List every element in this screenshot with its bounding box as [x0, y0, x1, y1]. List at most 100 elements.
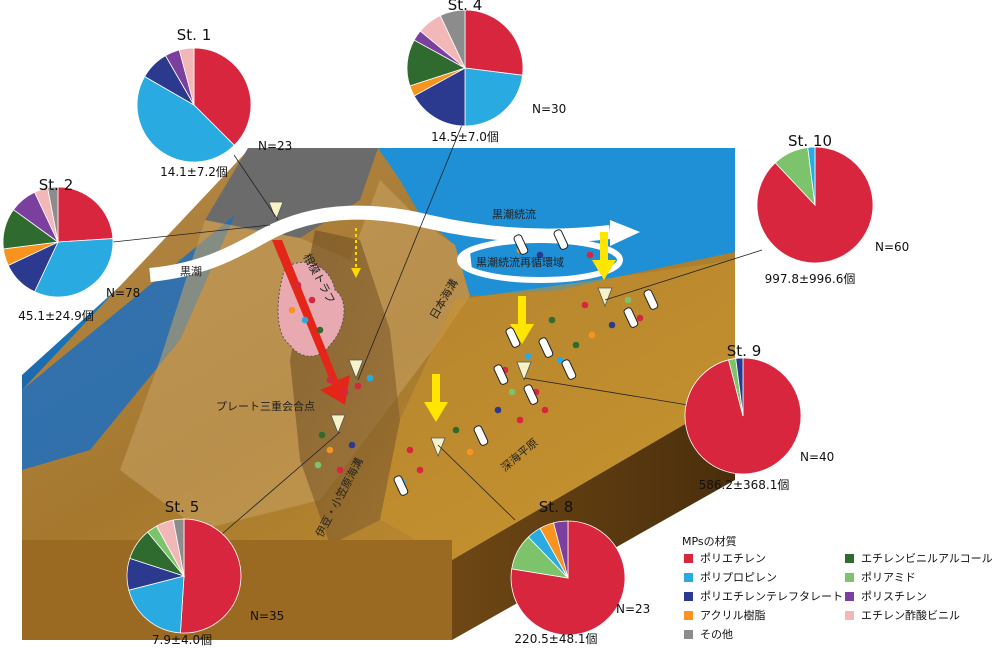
plastic-debris-icon	[523, 384, 539, 405]
plastic-debris-icon	[513, 234, 529, 255]
pie-st2: St. 2 N=78 45.1±24.9個	[2, 176, 140, 323]
leader-st5	[214, 431, 341, 541]
plastic-debris-icon	[393, 475, 409, 496]
plastic-debris-icon	[538, 337, 554, 358]
pie-slice	[439, 9, 466, 69]
legend-item-label: その他	[700, 628, 733, 641]
station-title: St. 9	[727, 342, 761, 360]
plastic-debris-icon	[643, 289, 659, 310]
microplastic-particle	[548, 316, 556, 324]
recirculation-gyre	[457, 237, 623, 283]
station-title: St. 8	[539, 498, 573, 516]
sediment-trap-icon	[516, 361, 532, 382]
plastic-debris-icon	[623, 307, 639, 328]
microplastic-particle	[326, 376, 334, 384]
sample-count: N=78	[106, 286, 140, 300]
plastic-debris-icon	[561, 359, 577, 380]
pie-slice	[128, 575, 185, 634]
station-title: St. 4	[448, 0, 482, 14]
plastic-debris-icon	[505, 327, 521, 348]
microplastic-particle	[294, 281, 302, 289]
station-title: St. 2	[39, 176, 73, 194]
pie-slice	[172, 518, 185, 577]
sediment-trap-icon	[330, 414, 346, 435]
microplastic-particle	[314, 461, 322, 469]
abundance-value: 45.1±24.9個	[18, 309, 94, 323]
sediment-trap-icon	[268, 201, 284, 222]
station-title: St. 1	[177, 26, 211, 44]
microplastic-particle	[536, 251, 544, 259]
microplastic-particle	[556, 356, 564, 364]
legend-swatch	[684, 573, 693, 582]
microplastic-particle	[608, 321, 616, 329]
plastic-debris-icon	[473, 425, 489, 446]
pie-st8: St. 8 N=23 220.5±48.1個	[510, 498, 650, 646]
sediment-trap-icon	[348, 359, 364, 380]
sinking-arrow-head	[592, 260, 616, 280]
dotted-yellow-arrow-head	[351, 268, 361, 278]
leader-st2	[112, 224, 271, 243]
microplastic-particle	[588, 331, 596, 339]
leader-st4	[357, 124, 463, 381]
legend-item-label: ポリスチレン	[861, 590, 927, 603]
microplastic-particle	[308, 296, 316, 304]
pie-slice	[193, 47, 252, 146]
recirculation-head	[458, 252, 472, 270]
microplastic-particle	[516, 416, 524, 424]
microplastic-particle	[341, 388, 349, 396]
sample-count: N=30	[532, 102, 566, 116]
label-kuroshio: 黒潮	[180, 264, 202, 278]
microplastic-particle	[318, 431, 326, 439]
legend-swatch	[845, 592, 854, 601]
microplastic-particle	[406, 446, 414, 454]
microplastic-particle	[466, 448, 474, 456]
microplastic-particle	[524, 352, 532, 360]
kuroshio-current	[149, 205, 611, 282]
sinking-arrow-head	[424, 402, 448, 422]
sediment-trap-icon	[430, 437, 446, 458]
pie-st4: St. 4 N=30 14.5±7.0個	[406, 0, 566, 144]
legend-swatch	[845, 573, 854, 582]
legend-swatch	[684, 630, 693, 639]
microplastic-particle	[508, 388, 516, 396]
pie-slice	[136, 75, 235, 163]
pie-st5: St. 5 N=35 7.9±4.0個	[126, 498, 284, 647]
legend-swatch	[684, 554, 693, 563]
label-triple-junction: プレート三重会合点	[216, 399, 315, 413]
leader-lines	[112, 124, 763, 541]
pie-slice	[178, 47, 195, 106]
microplastic-particle	[452, 426, 460, 434]
pie-slice	[464, 67, 523, 127]
legend-title: MPsの材質	[682, 534, 737, 548]
legend-swatch	[845, 611, 854, 620]
abundance-value: 14.1±7.2個	[160, 165, 228, 179]
microplastic-particle	[354, 382, 362, 390]
sinking-arrow-head	[510, 324, 534, 344]
legend-swatch	[684, 611, 693, 620]
sediment-traps	[268, 201, 613, 458]
legend-item-label: ポリアミド	[861, 571, 916, 584]
abundance-value: 7.9±4.0個	[152, 633, 212, 647]
legend-swatch	[845, 554, 854, 563]
sample-count: N=35	[250, 609, 284, 623]
abundance-value: 220.5±48.1個	[514, 632, 597, 646]
pie-slice	[57, 186, 114, 243]
microplastic-particle	[416, 466, 424, 474]
pie-slice	[464, 9, 524, 76]
microplastic-particle	[636, 314, 644, 322]
microplastic-particle	[586, 251, 594, 259]
pie-slice	[735, 357, 744, 417]
microplastic-particle	[581, 301, 589, 309]
sample-count: N=23	[616, 602, 650, 616]
station-title: St. 5	[165, 498, 199, 516]
legend-item-label: ポリエチレン	[700, 552, 766, 565]
abundance-value: 14.5±7.0個	[431, 130, 499, 144]
sample-count: N=60	[875, 240, 909, 254]
microplastic-particle	[348, 441, 356, 449]
legend-item-label: ポリエチレンテレフタレート	[700, 590, 843, 603]
legend-item-label: アクリル樹脂	[700, 608, 765, 622]
